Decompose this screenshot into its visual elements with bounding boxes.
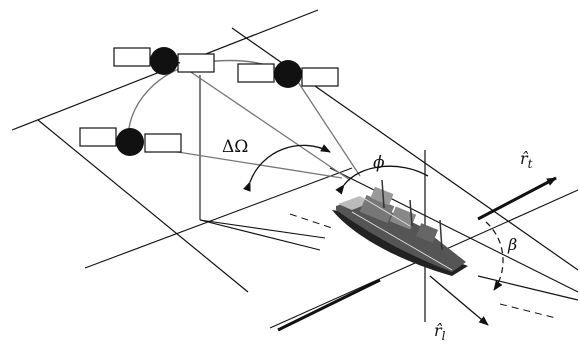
satellite-icon bbox=[113, 47, 215, 75]
satellite-icon bbox=[237, 60, 339, 88]
r-l-vector bbox=[429, 275, 489, 326]
delta-omega-label: ΔΩ bbox=[222, 137, 248, 157]
delta-omega-arc bbox=[243, 144, 331, 192]
r-t-label: r̂t bbox=[520, 149, 533, 171]
r-l-label: r̂l bbox=[434, 321, 446, 343]
phi-arc bbox=[335, 165, 429, 195]
phi-label: ϕ bbox=[373, 153, 385, 173]
r-t-vector bbox=[477, 176, 557, 221]
ship-icon bbox=[332, 179, 468, 276]
satellite-icon bbox=[79, 127, 182, 156]
ground-plane bbox=[84, 75, 579, 332]
beta-label: β bbox=[507, 235, 517, 254]
ship-aft-line bbox=[477, 275, 579, 301]
dashed-guide-lines bbox=[289, 213, 557, 319]
